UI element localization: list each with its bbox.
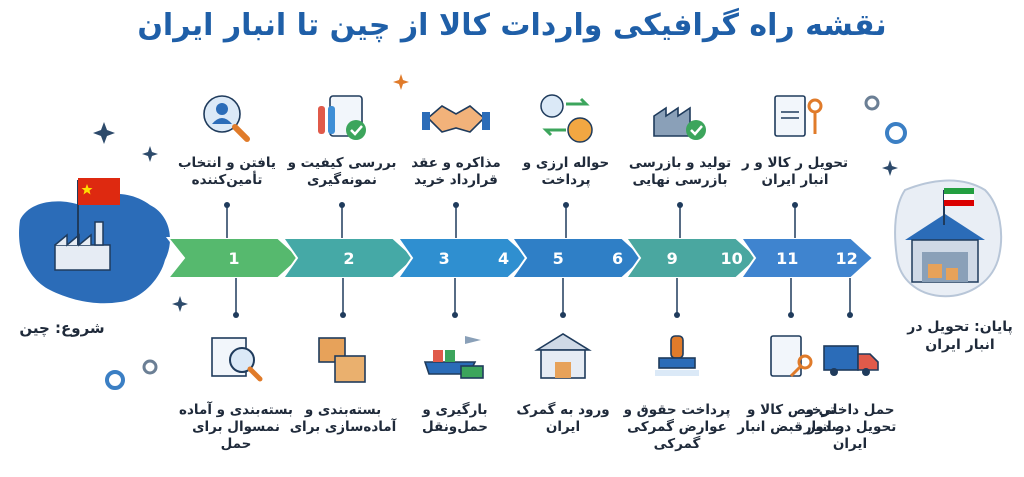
end-label: پایان: تحویل در انبار ایران	[907, 319, 1013, 353]
step-number: 6	[612, 249, 623, 268]
gear-icon	[142, 95, 880, 375]
arrow-segment: 1	[165, 237, 302, 279]
page-title: نقشه راه گرافیکی واردات کالا از چین تا ا…	[137, 8, 887, 43]
top-step-label: یافتن و انتخاب تأمین‌کننده	[177, 155, 276, 188]
gear-icon	[105, 122, 907, 390]
connector-dot	[560, 312, 566, 318]
customs-building-icon	[534, 333, 592, 379]
connector-dot	[677, 202, 683, 208]
iran-flag-icon	[943, 188, 974, 225]
top-step-label: تولید و بازرسی بازرسی نهایی	[628, 155, 732, 188]
boxes-icon	[318, 337, 366, 383]
bottom-step-label: بسته‌بندی و آماده نمسوال برای حمل	[179, 402, 293, 452]
connector-dot	[340, 312, 346, 318]
step-number: 2	[343, 249, 354, 268]
arrow-segment: 11 12	[739, 237, 875, 279]
step-number: 12	[835, 249, 857, 268]
bottom-step-label: بارگیری و حمل‌ونقل	[421, 402, 489, 435]
connector-dot	[453, 202, 459, 208]
step-number: 4	[498, 249, 509, 268]
connector-dot	[792, 202, 798, 208]
connectors	[224, 202, 853, 318]
document-key-icon	[774, 95, 823, 137]
connector-dot	[224, 202, 230, 208]
top-step-icons	[203, 94, 823, 143]
step-number: 9	[667, 249, 678, 268]
step-number: 10	[720, 249, 742, 268]
connector-dot	[847, 312, 853, 318]
step-number: 3	[439, 249, 450, 268]
top-step-label: بررسی کیفیت و نمونه‌گیری	[287, 155, 397, 188]
start-label: شروع: چین	[19, 319, 104, 338]
sparkle-icon	[93, 74, 898, 312]
top-step-label: تحویل ر کالا و ر انبار ایران	[741, 155, 849, 188]
bottom-step-label: حمل داخلی و تحویل در انبار ایران	[803, 402, 897, 452]
factory-icon	[54, 221, 111, 271]
handshake-icon	[422, 105, 490, 133]
warehouse-icon	[905, 214, 985, 283]
connector-dot	[674, 312, 680, 318]
connector-dot	[788, 312, 794, 318]
bottom-step-label: ورود به گمرک ایران	[516, 402, 610, 435]
bottom-step-icons	[211, 333, 879, 383]
bottom-step-label: بسته‌بندی و آماده‌سازی برای	[289, 402, 397, 435]
arrow-segment: 9 10	[624, 237, 760, 279]
step-number: 11	[776, 249, 798, 268]
ship-truck-plane-icon	[423, 336, 484, 379]
bottom-step-label: ترخیص کالا و صدور قبض انبار	[737, 402, 845, 435]
step-number: 1	[228, 249, 239, 268]
clipboard-key-icon	[770, 335, 813, 378]
china-map	[19, 178, 170, 304]
connector-dot	[339, 202, 345, 208]
arrow-segment: 2	[281, 237, 417, 279]
factory-check-icon	[653, 106, 706, 140]
top-step-label: حواله ارزی و پرداخت	[522, 155, 610, 188]
stamp-icon	[655, 335, 699, 376]
connector-dot	[233, 312, 239, 318]
magnifier-person-icon	[203, 95, 250, 142]
currency-exchange-icon	[540, 94, 593, 143]
inspection-icon	[211, 337, 263, 382]
bottom-step-label: پرداخت حقوق و عوارض گمرکی گمرکی	[623, 402, 731, 452]
step-number: 5	[553, 249, 564, 268]
lab-clipboard-icon	[318, 95, 366, 140]
connector-dot	[563, 202, 569, 208]
iran-map	[894, 179, 1003, 298]
connector-dot	[452, 312, 458, 318]
top-step-label: مذاکره و عقد قرارداد خرید	[411, 155, 501, 188]
delivery-truck-icon	[823, 345, 879, 376]
